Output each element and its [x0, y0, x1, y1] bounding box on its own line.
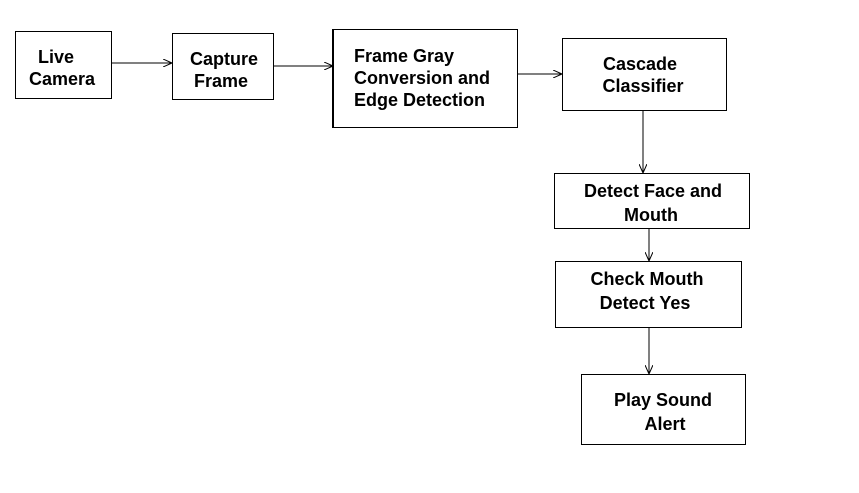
node-detect-face-line-1: Detect Face and: [584, 181, 722, 201]
svg-text:Camera: Camera: [29, 69, 96, 89]
svg-text:Mouth: Mouth: [624, 205, 678, 225]
node-gray-edge-line-2: Conversion and: [354, 68, 490, 88]
node-capture-frame-line-1: Capture: [190, 49, 258, 69]
svg-text:Edge Detection: Edge Detection: [354, 90, 485, 110]
node-gray-edge: Frame Gray Conversion and Edge Detection: [332, 29, 518, 128]
node-detect-face: Detect Face and Mouth: [554, 173, 750, 229]
svg-text:Conversion and: Conversion and: [354, 68, 490, 88]
svg-text:Frame Gray: Frame Gray: [354, 46, 454, 66]
svg-text:Live: Live: [38, 47, 74, 67]
node-live-camera: Live Camera: [15, 31, 112, 99]
svg-text:Cascade: Cascade: [603, 54, 677, 74]
node-check-mouth: Check Mouth Detect Yes: [555, 261, 742, 328]
svg-text:Check Mouth: Check Mouth: [590, 269, 703, 289]
svg-text:Capture: Capture: [190, 49, 258, 69]
node-capture-frame-line-2: Frame: [194, 71, 248, 91]
node-detect-face-line-2: Mouth: [624, 205, 678, 225]
node-gray-edge-line-3: Edge Detection: [354, 90, 485, 110]
node-cascade-line-2: Classifier: [602, 76, 683, 96]
svg-text:Classifier: Classifier: [602, 76, 683, 96]
node-cascade-line-1: Cascade: [603, 54, 677, 74]
node-capture-frame: Capture Frame: [172, 33, 274, 100]
node-play-sound-line-2: Alert: [644, 414, 685, 434]
node-play-sound-line-1: Play Sound: [614, 390, 712, 410]
svg-text:Detect Face and: Detect Face and: [584, 181, 722, 201]
node-live-camera-line-1: Live: [38, 47, 74, 67]
node-check-mouth-line-1: Check Mouth: [590, 269, 703, 289]
node-check-mouth-line-2: Detect Yes: [600, 293, 691, 313]
node-play-sound: Play Sound Alert: [581, 374, 746, 445]
node-gray-edge-line-1: Frame Gray: [354, 46, 454, 66]
svg-text:Detect Yes: Detect Yes: [600, 293, 691, 313]
svg-text:Frame: Frame: [194, 71, 248, 91]
node-live-camera-line-2: Camera: [29, 69, 96, 89]
svg-text:Play Sound: Play Sound: [614, 390, 712, 410]
node-cascade: Cascade Classifier: [562, 38, 727, 111]
svg-text:Alert: Alert: [644, 414, 685, 434]
